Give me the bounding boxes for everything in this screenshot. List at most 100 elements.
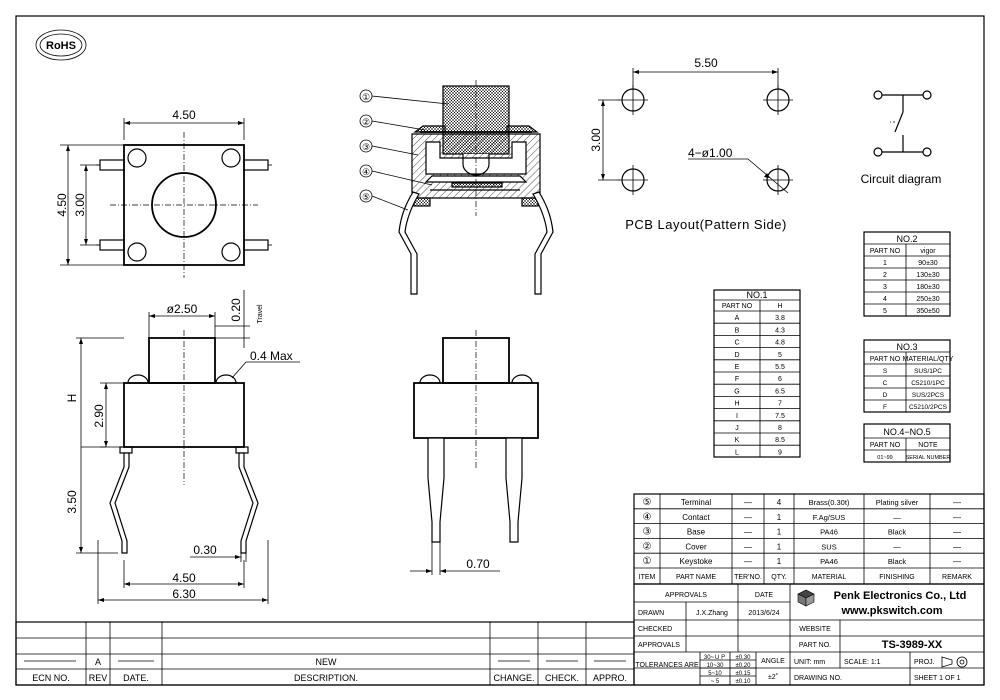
bom-cell-item: ④ [643, 512, 652, 523]
travel-value-dim: 0.20 [229, 298, 243, 322]
table-cell-value: 8.5 [775, 437, 785, 444]
drawn-by: J.X.Zhang [696, 610, 728, 617]
bom-cell-material: F.Ag/SUS [813, 513, 846, 522]
bom-cell-remark: — [953, 498, 961, 507]
max-note-dim: 0.4 Max [250, 349, 293, 363]
callout-5: ⑤ [359, 189, 409, 211]
revision-block: A NEW ECN NO. REV DATE. DESCRIPTION. CHA… [15, 621, 635, 686]
svg-text:②: ② [362, 117, 370, 127]
table-cell-value: 8 [778, 425, 782, 432]
pcb-layout: 5.50 3.00 4−ø1.00 PCB Layout(Pattern Sid… [589, 56, 793, 232]
table-no2-header-part: PART NO [870, 248, 901, 255]
approvals-label: APPROVALS [638, 642, 680, 649]
bom-cell-item: ③ [643, 527, 652, 538]
total-width-dim: 6.30 [172, 587, 196, 601]
bom-cell-name: Base [687, 528, 706, 537]
tolerance-range: 10~30 [707, 663, 725, 669]
tolerances-label: TOLERANCES ARE [635, 662, 699, 669]
scale-label: SCALE: 1:1 [844, 659, 881, 666]
callout-3: ③ [359, 139, 419, 156]
table-cell-part: D [883, 392, 888, 399]
bom-header-item: ITEM [639, 574, 656, 581]
table-cell-value: SERIAL NUMBER [906, 455, 951, 461]
checked-label: CHECKED [638, 626, 672, 633]
projection-label: PROJ. [914, 659, 935, 666]
pcb-holes-dim: 4−ø1.00 [688, 146, 733, 160]
top-height-outer-dim: 4.50 [55, 193, 69, 217]
table-no3-title: NO.3 [896, 342, 917, 352]
svg-text:①: ① [362, 92, 370, 102]
revision-rev-value: A [95, 657, 101, 667]
callout-1: ① [359, 89, 449, 105]
table-no45-title: NO.4−NO.5 [883, 427, 930, 437]
table-cell-part: 1 [883, 260, 887, 267]
callout-2: ② [359, 114, 426, 131]
bom-header-remark: REMARK [942, 574, 972, 581]
bom-cell-name: Contact [682, 513, 710, 522]
bom-cell-finishing: Black [888, 557, 907, 566]
bom-cell-item: ① [643, 556, 652, 567]
pin-height-dim: 3.50 [65, 490, 79, 514]
rev-header-check: CHECK. [545, 673, 579, 683]
bom-cell-qty: 1 [777, 542, 782, 551]
table-no1-title: NO.1 [746, 290, 767, 300]
table-cell-part: I [736, 413, 738, 420]
bom-header-ter-no: TER'NO. [734, 574, 762, 581]
company-website: www.pkswitch.com [840, 605, 942, 617]
revision-description-value: NEW [316, 657, 338, 667]
table-cell-part: J [735, 425, 739, 432]
approvals-header: APPROVALS [665, 592, 707, 599]
title-block: APPROVALS DATE DRAWN J.X.Zhang 2013/6/24… [633, 583, 985, 686]
tolerance-value: ±0.10 [736, 679, 752, 685]
bom-cell-finishing: Black [888, 528, 907, 537]
drawn-label: DRAWN [638, 610, 664, 617]
rev-header-rev: REV [89, 673, 108, 683]
rohs-label: RoHS [46, 40, 76, 52]
table-cell-part: F [735, 376, 739, 383]
table-cell-part: 2 [883, 272, 887, 279]
top-view: 4.50 4.50 3.00 [55, 108, 272, 278]
bom-header-qty: QTY. [771, 574, 786, 581]
table-cell-part: B [735, 327, 740, 334]
tolerance-range: 5~10 [708, 671, 722, 677]
bom-cell-remark: — [953, 528, 961, 537]
tolerance-value: ±0.15 [736, 671, 752, 677]
bom-cell-remark: — [953, 513, 961, 522]
table-cell-part: A [735, 315, 740, 322]
bom-cell-finishing: — [893, 513, 901, 522]
section-view: ① ② ③ ④ ⑤ [359, 80, 554, 295]
stem-diameter-dim: ø2.50 [167, 302, 198, 316]
table-cell-value: 5 [778, 352, 782, 359]
bom-cell-qty: 1 [777, 513, 782, 522]
bom-cell-finishing: — [893, 542, 901, 551]
bom-cell-ter: — [744, 498, 752, 507]
bom-cell-ter: — [744, 528, 752, 537]
top-width-dim: 4.50 [172, 108, 196, 122]
bom-cell-qty: 1 [777, 528, 782, 537]
table-cell-value: 4.8 [775, 340, 785, 347]
table-cell-part: F [883, 404, 887, 411]
bom-cell-ter: — [744, 513, 752, 522]
base-width-dim: 4.50 [172, 571, 196, 585]
table-cell-value: 9 [778, 449, 782, 456]
table-no45-header-part: PART NO [870, 442, 901, 449]
side-view: ø2.50 0.20 Travel 0.4 Max H 2.90 3.50 0.… [65, 290, 300, 604]
table-no3-header-material: MATERIAL/QTY [903, 356, 954, 363]
h-label: H [65, 394, 79, 403]
table-cell-part: H [734, 401, 739, 408]
table-no1-header-part: PART NO [722, 303, 753, 310]
bom-cell-ter: — [744, 542, 752, 551]
part-number: TS-3989-XX [882, 639, 943, 651]
svg-text:③: ③ [362, 142, 370, 152]
pcb-caption: PCB Layout(Pattern Side) [625, 217, 787, 232]
rev-header-ecn: ECN NO. [32, 673, 70, 683]
top-height-inner-dim: 3.00 [73, 193, 87, 217]
bom-cell-remark: — [953, 542, 961, 551]
rohs-badge: RoHS [35, 29, 87, 61]
circuit-diagram: Circuit diagram [861, 90, 941, 186]
end-view: 0.70 [410, 330, 539, 575]
table-cell-part: C [883, 380, 888, 387]
